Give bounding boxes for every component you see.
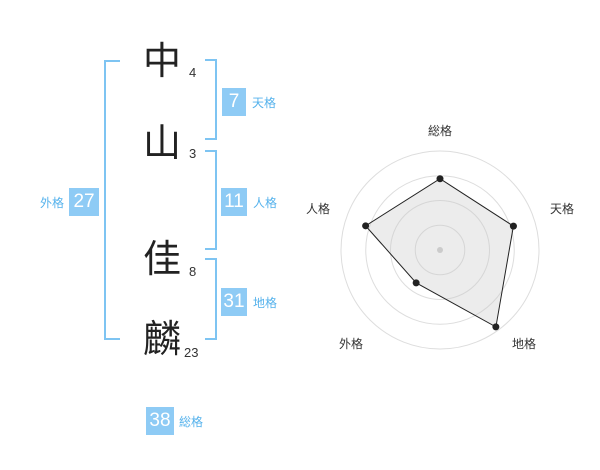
name-char-2: 山 <box>142 121 181 165</box>
radar-points <box>362 175 517 331</box>
chikaku-group: 31 地格 <box>221 288 277 316</box>
radar-axis-label-tenkaku: 天格 <box>549 202 574 216</box>
radar-point-2 <box>492 323 500 331</box>
gaikaku-group: 外格 27 <box>40 188 100 216</box>
radar-axis-label-gaikaku: 外格 <box>338 337 363 351</box>
radar-point-1 <box>509 222 517 230</box>
chikaku-bracket <box>205 258 217 340</box>
stroke-count-1: 4 <box>189 65 197 80</box>
stroke-count-4: 23 <box>184 345 199 360</box>
gaikaku-value: 27 <box>69 188 100 216</box>
stroke-count-3: 8 <box>189 264 197 279</box>
chikaku-value: 31 <box>221 288 247 316</box>
stroke-count-2: 3 <box>189 146 197 161</box>
radar-polygon <box>364 178 514 328</box>
radar-axis-label-chikaku: 地格 <box>511 337 536 351</box>
radar-grid <box>340 150 540 350</box>
soukaku-group: 38 総格 <box>146 407 203 435</box>
radar-area <box>365 178 514 327</box>
gaikaku-bracket <box>104 60 120 340</box>
radar-center-dot <box>437 247 443 253</box>
tenkaku-bracket <box>205 59 217 140</box>
jinkaku-label: 人格 <box>253 195 278 210</box>
radar-point-3 <box>412 279 420 287</box>
radar-point-4 <box>362 222 370 230</box>
radar-axis-label-jinkaku: 人格 <box>305 202 330 216</box>
tenkaku-label: 天格 <box>252 95 277 110</box>
jinkaku-value: 11 <box>221 188 247 216</box>
radar-chart <box>340 150 540 350</box>
jinkaku-group: 11 人格 <box>221 188 277 216</box>
chikaku-label: 地格 <box>253 295 278 310</box>
jinkaku-bracket <box>205 150 217 250</box>
radar-grid-ring <box>390 200 490 300</box>
name-char-3: 佳 <box>142 237 181 281</box>
radar-axis-label-soukaku: 総格 <box>427 124 452 138</box>
radar-point-0 <box>436 175 444 183</box>
name-char-1: 中 <box>142 39 181 83</box>
tenkaku-group: 7 天格 <box>222 88 276 116</box>
tenkaku-value: 7 <box>222 88 246 116</box>
gaikaku-label: 外格 <box>40 195 65 210</box>
radar-grid-ring <box>414 224 466 276</box>
soukaku-value: 38 <box>146 407 174 435</box>
soukaku-label: 総格 <box>179 414 204 429</box>
name-char-4: 麟 <box>142 317 181 361</box>
